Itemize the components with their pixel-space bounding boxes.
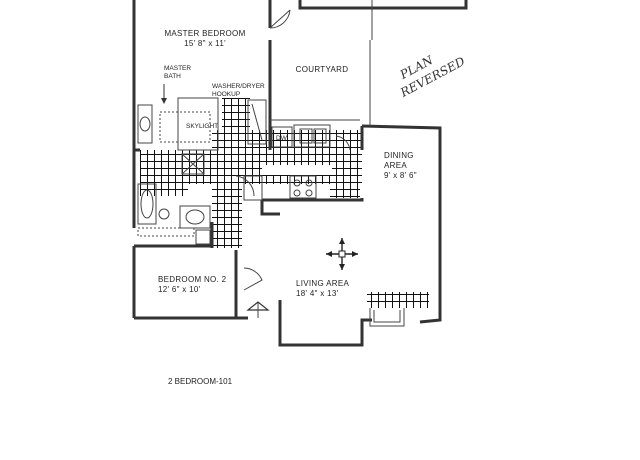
courtyard-label: COURTYARD bbox=[296, 65, 349, 74]
plan-reversed-annotation: PLAN REVERSED bbox=[397, 53, 468, 100]
living-bay bbox=[369, 308, 405, 327]
dining-area-size: 9' x 8' 6" bbox=[384, 171, 417, 180]
bedroom2-label: BEDROOM NO. 2 bbox=[158, 275, 227, 284]
master-bath-label-2: BATH bbox=[164, 73, 181, 80]
washer-dryer-label: WASHER/DRYER bbox=[212, 83, 265, 90]
walls bbox=[132, 0, 468, 347]
skylight-label: SKYLIGHT bbox=[186, 123, 218, 130]
dishwasher-label: DW bbox=[276, 135, 288, 142]
bedroom2-size: 12' 6" x 10' bbox=[158, 285, 201, 294]
bathroom-fixtures bbox=[137, 97, 219, 245]
entry-arrow-icon bbox=[246, 301, 270, 318]
master-bedroom-label: MASTER BEDROOM bbox=[164, 29, 245, 38]
living-area-size: 18' 4" x 13' bbox=[296, 289, 339, 298]
doors bbox=[235, 9, 351, 291]
tiled-floor bbox=[140, 98, 429, 308]
washer-dryer-label-2: HOOKUP bbox=[212, 91, 240, 98]
master-bedroom-size: 15' 8" x 11' bbox=[184, 39, 226, 48]
ceiling-fan-icon bbox=[326, 238, 358, 270]
plan-caption: 2 BEDROOM-101 bbox=[168, 377, 233, 386]
dining-area-label: DINING bbox=[384, 151, 414, 160]
living-area-label: LIVING AREA bbox=[296, 279, 349, 288]
bath-arrow-icon bbox=[161, 84, 167, 104]
master-bath-label: MASTER bbox=[164, 65, 191, 72]
kitchen-fixtures bbox=[243, 99, 331, 201]
dining-area-label-2: AREA bbox=[384, 161, 407, 170]
